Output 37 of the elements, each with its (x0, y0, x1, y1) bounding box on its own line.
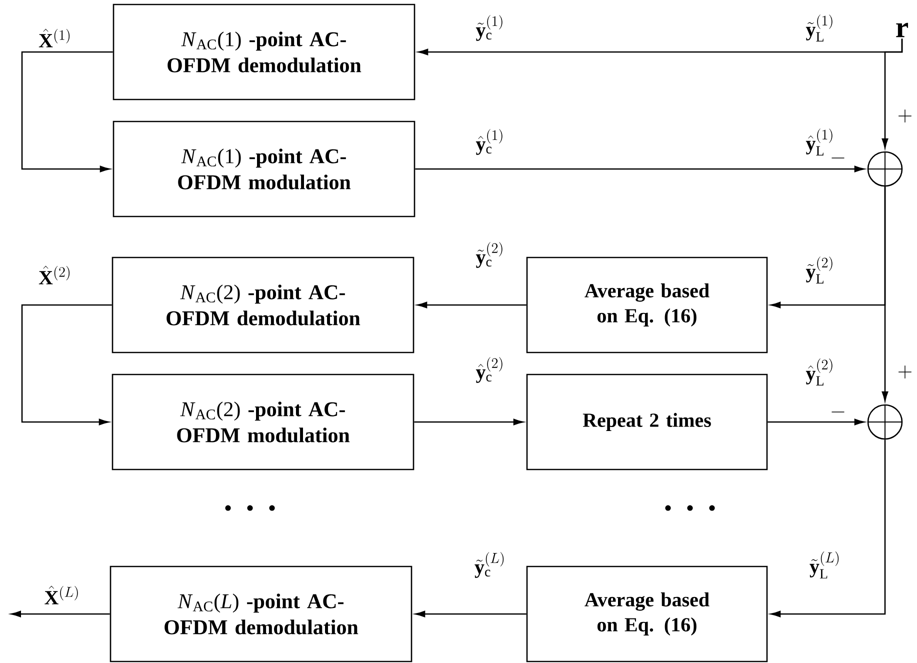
arrow (415, 610, 526, 618)
arrow (11, 610, 110, 618)
edge-label: $\tilde{\mathbf{y}}_{\mathrm{L}}^{(L)}$ (810, 552, 839, 578)
edge-label: $\tilde{\mathbf{y}}_{\mathrm{c}}^{(1)}$ (476, 15, 502, 41)
arrow (415, 166, 864, 172)
edge-label: $\tilde{\mathbf{y}}_{\mathrm{c}}^{(2)}$ (476, 242, 502, 268)
process-box: N$_{AC}$(2) -point AC-OFDM demodulation (112, 256, 414, 354)
process-box: N$_{AC}$(L) -point AC-OFDM demodulation (110, 566, 412, 662)
process-box: N$_{AC}$(2) -point AC-OFDM modulation (112, 374, 414, 470)
arrow (770, 440, 886, 618)
process-box: Average based on Eq. (16) (526, 256, 768, 354)
signal-label: $\hat{\mathbf{y}}_{\mathrm{L}}^{(1)}$ (806, 128, 832, 156)
process-box: N$_{AC}$(1) -point AC-OFDM modulation (112, 120, 416, 218)
process-box: Average based on Eq. (16) (526, 566, 768, 662)
edge-label: $\hat{\mathbf{X}}^{(L)}$ (44, 586, 78, 604)
edge-label: $\hat{\mathbf{X}}^{(2)}$ (38, 266, 70, 284)
sign-label: $+$ (898, 110, 912, 123)
edge-label: $\hat{\mathbf{y}}_{\mathrm{c}}^{(1)}$ (476, 129, 502, 155)
input-label: r (896, 22, 908, 38)
summing-junction (867, 404, 903, 440)
summing-junction (867, 151, 903, 187)
edge-label: $\hat{\mathbf{X}}^{(1)}$ (38, 28, 70, 48)
arrow (414, 418, 524, 426)
edge-label: $\tilde{\mathbf{y}}_{\mathrm{L}}^{(2)}$ (806, 256, 832, 284)
process-box: N$_{AC}$(1) -point AC-OFDM demodulation (112, 4, 416, 100)
process-box: Repeat 2 times (526, 374, 768, 470)
signal-label: $\tilde{\mathbf{y}}_{\mathrm{L}}^{(1)}$ (806, 14, 832, 42)
arrow (21, 51, 113, 172)
arrow (417, 302, 526, 308)
arrow (882, 186, 888, 402)
arrow (768, 418, 864, 426)
arrow (882, 38, 903, 148)
arrow (21, 304, 112, 426)
edge-label: $\hat{\mathbf{y}}_{\mathrm{L}}^{(2)}$ (806, 358, 832, 386)
sign-label: $+$ (898, 366, 912, 378)
edge-label: $\tilde{\mathbf{y}}_{\mathrm{c}}^{(L)}$ (474, 552, 504, 578)
edge-label: $\hat{\mathbf{y}}_{\mathrm{c}}^{(2)}$ (476, 357, 502, 383)
